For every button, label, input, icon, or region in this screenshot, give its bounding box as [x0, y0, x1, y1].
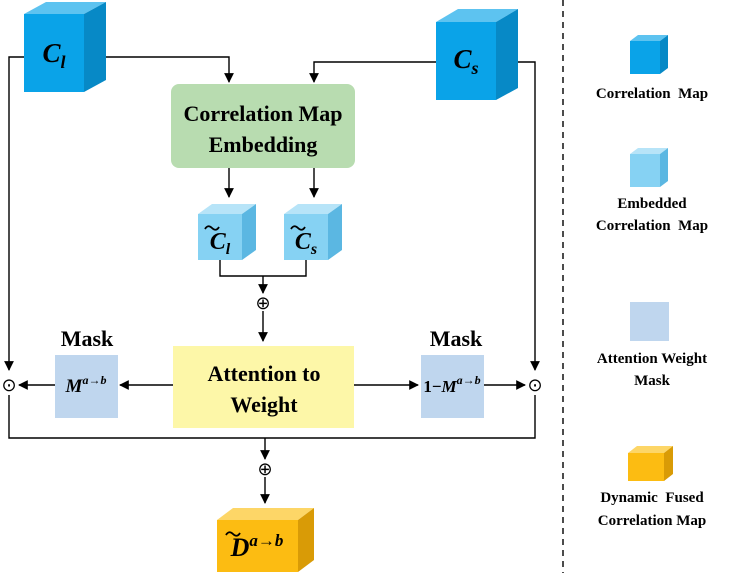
legend-item-embedded-correlation-map: Embedded Correlation Map — [596, 148, 708, 234]
mask-right-sup: a→b — [457, 373, 481, 387]
cube-c-s-tilde-sub: s — [310, 241, 317, 258]
embedding-box-line1: Correlation Map — [183, 101, 342, 126]
tilde-mark-icon — [204, 225, 220, 231]
dot-operator-right: ⊙ — [527, 375, 542, 395]
legend-label-correlation-map: Correlation Map — [596, 86, 708, 102]
mask-left-sup: a→b — [82, 373, 106, 387]
cube-c-s-base: C — [453, 44, 472, 74]
embedded-cube-icon — [630, 148, 668, 187]
cube-c-l-tilde-sub: l — [226, 241, 231, 258]
cube-c-s-sub: s — [471, 58, 479, 78]
tilde-mark-icon — [290, 225, 306, 231]
cube-c-s: Cs — [436, 9, 518, 100]
svg-text:1−Ma→b: 1−Ma→b — [423, 373, 480, 396]
cube-c-l-sub: l — [61, 52, 66, 72]
mask-left-title: Mask — [61, 326, 114, 351]
mask-left-base: M — [65, 376, 84, 397]
mask-right-base: M — [441, 377, 458, 396]
cube-d-sup: a→b — [249, 531, 283, 550]
cube-c-l-base: C — [42, 38, 61, 68]
legend-label-embedded-line1: Embedded — [617, 196, 687, 212]
cube-c-l: Cl — [24, 2, 106, 92]
line-tilde-join — [219, 260, 307, 277]
legend-label-attention-line1: Attention Weight — [597, 351, 707, 367]
embedding-box: Correlation Map Embedding — [171, 84, 355, 168]
svg-text:Cs: Cs — [295, 229, 317, 258]
attention-box-line2: Weight — [230, 392, 298, 417]
cube-d-fused: Da→b — [217, 508, 314, 572]
tilde-mark-icon — [225, 531, 241, 537]
legend-label-fused-line2: Correlation Map — [598, 513, 706, 529]
legend-label-attention-line2: Mask — [634, 373, 670, 389]
mask-right-title: Mask — [430, 326, 483, 351]
svg-text:Cs: Cs — [453, 44, 478, 78]
mask-right-prefix: 1− — [423, 377, 441, 396]
legend-item-dynamic-fused-correlation-map: Dynamic Fused Correlation Map — [598, 446, 706, 529]
legend-item-correlation-map: Correlation Map — [596, 35, 708, 102]
legend: Correlation Map Embedded Correlation Map… — [596, 35, 708, 529]
svg-text:Cl: Cl — [42, 38, 65, 72]
mask-left: Mask Ma→b — [55, 326, 118, 418]
cube-c-l-tilde-base: C — [210, 229, 227, 255]
line-dots-bottom — [8, 395, 536, 439]
cube-d-base: D — [230, 533, 250, 562]
cube-c-s-tilde-base: C — [295, 229, 312, 255]
cube-c-s-tilde: Cs — [284, 204, 342, 260]
legend-label-fused-line1: Dynamic Fused — [600, 490, 704, 506]
correlation-cube-icon — [630, 35, 668, 74]
legend-label-embedded-line2: Correlation Map — [596, 218, 708, 234]
line-cs-to-embedding — [309, 61, 437, 83]
plus-operator-bottom: ⊕ — [257, 459, 272, 479]
mask-square-icon — [630, 302, 669, 341]
fused-cube-icon — [628, 446, 673, 481]
svg-text:Da→b: Da→b — [230, 531, 284, 562]
dot-operator-left: ⊙ — [1, 375, 16, 395]
line-cl-to-left-dot — [4, 56, 24, 371]
svg-text:Cl: Cl — [210, 229, 231, 258]
svg-text:Ma→b: Ma→b — [65, 373, 107, 397]
line-cs-to-right-dot — [500, 61, 540, 371]
cube-c-l-face — [24, 14, 84, 92]
cube-c-l-tilde: Cl — [198, 204, 256, 260]
cube-c-s-face — [436, 22, 496, 100]
attention-box-line1: Attention to — [207, 361, 320, 386]
mask-right: Mask 1−Ma→b — [421, 326, 484, 418]
plus-operator-top: ⊕ — [255, 293, 270, 313]
legend-item-attention-weight-mask: Attention Weight Mask — [597, 302, 707, 389]
embedding-box-line2: Embedding — [209, 132, 318, 157]
line-cl-to-embedding — [106, 56, 234, 83]
attention-box: Attention to Weight — [173, 346, 354, 428]
